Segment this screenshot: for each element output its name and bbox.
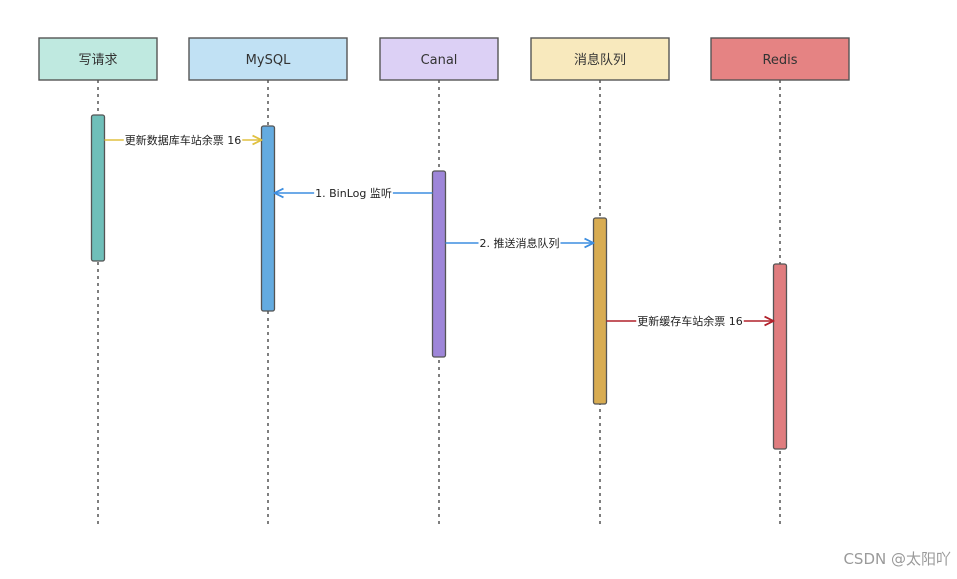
message-label-bg-4: [636, 314, 744, 328]
activation-bar-mysql: [260, 125, 276, 312]
message-label-2: 1. BinLog 监听: [315, 187, 392, 200]
message-label-3: 2. 推送消息队列: [480, 236, 560, 250]
actor-box-canal: [379, 37, 499, 81]
actor-label-mq: 消息队列: [574, 52, 626, 68]
actor-box-redis: [710, 37, 850, 81]
actor-label-redis: Redis: [762, 53, 797, 68]
actor-box-mq: [530, 37, 670, 81]
actor-mysql: MySQL: [188, 37, 348, 81]
activation-bar-redis: [772, 263, 788, 450]
actor-label-mysql: MySQL: [246, 53, 291, 68]
message-label-bg-2: [314, 187, 393, 200]
message-label-1: 更新数据库车站余票 16: [125, 133, 242, 147]
actor-label-canal: Canal: [421, 53, 458, 68]
message-label-bg-1: [123, 133, 243, 147]
actor-client: 写请求: [38, 37, 158, 81]
message-4: 更新缓存车站余票 16: [606, 314, 774, 328]
activation-bar-client: [90, 114, 106, 262]
message-2: 1. BinLog 监听: [275, 187, 433, 200]
message-3: 2. 推送消息队列: [445, 236, 594, 250]
actor-redis: Redis: [710, 37, 850, 81]
message-label-4: 更新缓存车站余票 16: [637, 314, 743, 328]
activation-bar-mq: [592, 217, 608, 405]
actor-canal: Canal: [379, 37, 499, 81]
message-label-bg-3: [478, 236, 561, 250]
watermark: CSDN @太阳吖: [843, 550, 951, 568]
actor-label-client: 写请求: [78, 53, 117, 68]
message-1: 更新数据库车站余票 16: [104, 133, 262, 147]
activation-bar-canal: [431, 170, 447, 358]
actor-box-mysql: [188, 37, 348, 81]
actor-mq: 消息队列: [530, 37, 670, 81]
actor-box-client: [38, 37, 158, 81]
